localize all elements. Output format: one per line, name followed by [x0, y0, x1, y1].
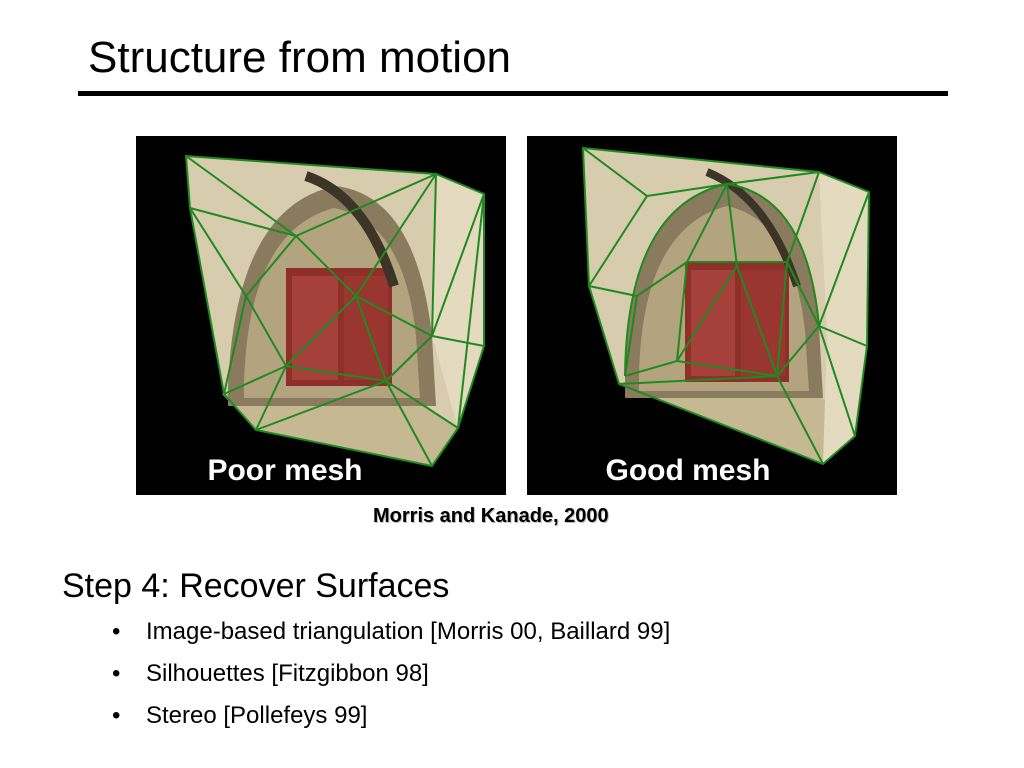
list-item: • Image-based triangulation [Morris 00, … — [112, 618, 670, 646]
slide-title: Structure from motion — [88, 33, 512, 82]
poor-mesh-image — [184, 154, 485, 468]
good-mesh-figure: Good mesh — [527, 136, 897, 495]
bullet-text: Stereo [Pollefeys 99] — [146, 702, 368, 729]
good-mesh-image — [581, 146, 871, 466]
poor-mesh-figure: Poor mesh — [136, 136, 506, 495]
figure-citation: Morris and Kanade, 2000 — [373, 505, 609, 527]
bullet-list: • Image-based triangulation [Morris 00, … — [112, 618, 670, 744]
bullet-marker: • — [112, 618, 121, 645]
title-underline — [78, 91, 948, 96]
bullet-marker: • — [112, 660, 121, 687]
list-item: • Silhouettes [Fitzgibbon 98] — [112, 660, 670, 688]
bullet-text: Silhouettes [Fitzgibbon 98] — [146, 660, 429, 687]
list-item: • Stereo [Pollefeys 99] — [112, 702, 670, 730]
bullet-marker: • — [112, 702, 121, 729]
section-heading: Step 4: Recover Surfaces — [62, 567, 450, 605]
bullet-text: Image-based triangulation [Morris 00, Ba… — [146, 618, 671, 645]
good-mesh-caption: Good mesh — [605, 454, 771, 487]
poor-mesh-caption: Poor mesh — [207, 454, 363, 487]
